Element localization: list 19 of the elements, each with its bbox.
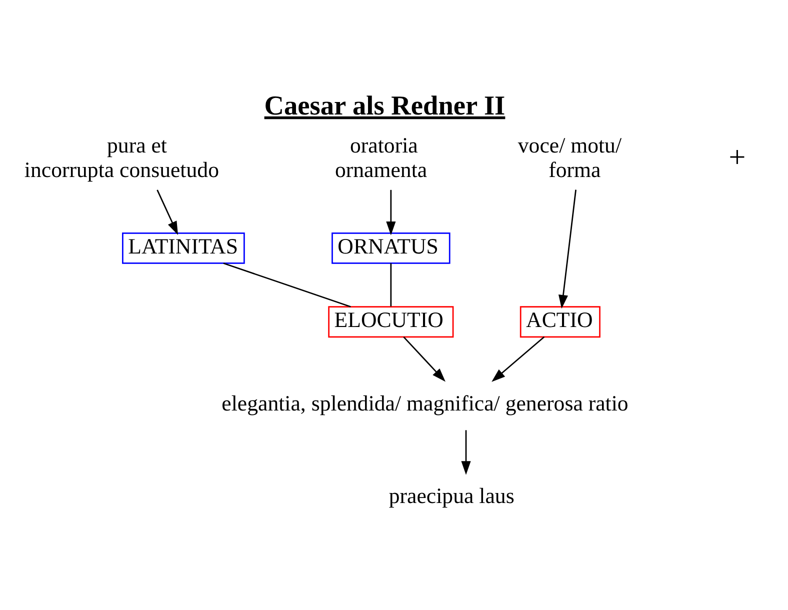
arrow bbox=[558, 189, 577, 308]
node-text: elegantia, splendida/ magnifica/ generosa ratio bbox=[222, 390, 628, 415]
node-box: ACTIO bbox=[520, 306, 600, 338]
label: + bbox=[728, 140, 746, 174]
node-text: praecipua laus bbox=[388, 484, 514, 508]
node-box: ORNATUS bbox=[332, 232, 450, 264]
node-box: ELOCUTIO bbox=[328, 306, 454, 338]
node-text: oratoria ornamenta bbox=[334, 132, 428, 182]
node-box: LATINITAS bbox=[122, 232, 245, 264]
node-text: voce/ motu/ forma bbox=[518, 132, 622, 182]
arrow bbox=[156, 189, 178, 235]
arrow bbox=[461, 430, 471, 474]
diagram-title: Caesar als Redner II bbox=[264, 90, 506, 120]
node-text: pura et incorrupta consuetudo bbox=[24, 132, 219, 182]
connector bbox=[390, 262, 392, 306]
arrow bbox=[492, 336, 545, 382]
arrow bbox=[386, 189, 396, 235]
connector bbox=[223, 262, 351, 307]
arrow bbox=[403, 336, 446, 382]
